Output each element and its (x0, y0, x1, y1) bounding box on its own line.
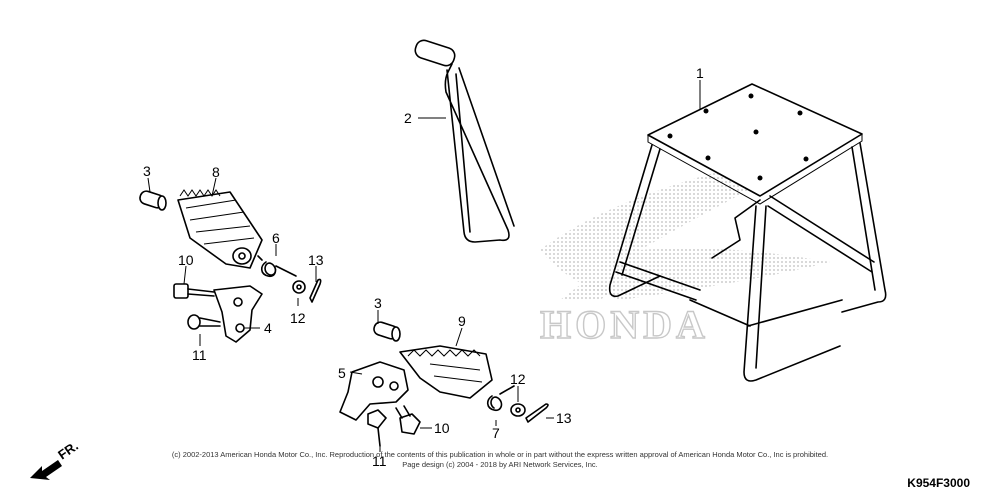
part-footpeg-left[interactable] (177, 189, 263, 269)
callout-8[interactable]: 8 (212, 164, 220, 180)
callout-leaders (147, 80, 701, 452)
part-washer-left[interactable] (292, 280, 306, 294)
part-bracket-right[interactable] (339, 361, 409, 421)
callout-9[interactable]: 9 (458, 313, 466, 329)
part-washer-right[interactable] (510, 403, 526, 417)
callout-5[interactable]: 5 (338, 365, 346, 381)
copyright-notice: (c) 2002-2013 American Honda Motor Co., … (120, 450, 880, 470)
part-bolt-11-left[interactable] (187, 314, 221, 330)
part-spring-left[interactable] (257, 255, 297, 278)
part-cotter-left[interactable] (309, 278, 322, 303)
callout-10-left[interactable]: 10 (178, 252, 194, 268)
part-kickstand[interactable] (413, 38, 515, 243)
honda-watermark-text: HONDA (540, 302, 709, 347)
part-bracket-left[interactable] (213, 285, 263, 343)
front-direction-arrow-icon: FR. (30, 438, 81, 480)
callout-6[interactable]: 6 (272, 230, 280, 246)
callout-1[interactable]: 1 (696, 65, 704, 81)
part-pin-right[interactable] (372, 321, 401, 342)
figure-code: K954F3000 (907, 476, 970, 490)
part-spring-right[interactable] (486, 385, 515, 412)
part-bolt-10-right[interactable] (395, 405, 421, 435)
callout-13-left[interactable]: 13 (308, 252, 324, 268)
part-bolt-11-right[interactable] (367, 409, 387, 447)
callout-2[interactable]: 2 (404, 110, 412, 126)
callout-4[interactable]: 4 (264, 320, 272, 336)
part-bolt-10-left[interactable] (173, 283, 215, 299)
callout-7[interactable]: 7 (492, 425, 500, 441)
callout-10-right[interactable]: 10 (434, 420, 450, 436)
copyright-line-1: (c) 2002-2013 American Honda Motor Co., … (171, 450, 829, 459)
callout-numbers: 1 2 3 8 6 13 10 12 4 11 3 9 5 12 13 10 7… (143, 65, 704, 469)
callout-11-left[interactable]: 11 (192, 347, 207, 363)
part-cotter-right[interactable] (525, 403, 549, 423)
callout-12-left[interactable]: 12 (290, 310, 306, 326)
callout-3-left[interactable]: 3 (143, 163, 151, 179)
part-stand-box[interactable] (608, 83, 887, 382)
callout-11-right[interactable]: 11 (372, 453, 387, 469)
part-footpeg-right[interactable] (399, 345, 493, 399)
part-pin-left[interactable] (138, 190, 167, 211)
callout-3-right[interactable]: 3 (374, 295, 382, 311)
callout-13-right[interactable]: 13 (556, 410, 572, 426)
front-direction-label: FR. (55, 438, 81, 462)
copyright-line-2: Page design (c) 2004 - 2018 by ARI Netwo… (402, 460, 598, 469)
honda-wing-watermark (540, 150, 830, 300)
callout-12-right[interactable]: 12 (510, 371, 526, 387)
